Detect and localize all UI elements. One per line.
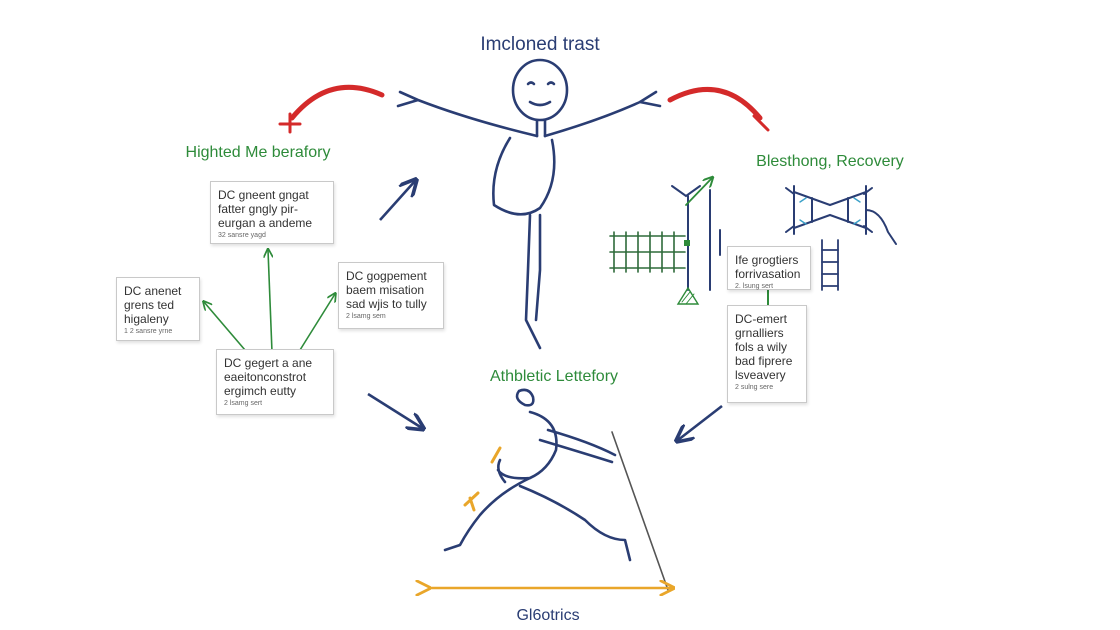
note-line: ergimch eutty (224, 384, 297, 398)
label-left: Highted Me berafory (186, 144, 331, 161)
note-caption: 2 sulng sere (735, 384, 774, 391)
diagram-title: Imcloned trast (480, 34, 600, 55)
recovery-schematic (609, 178, 897, 307)
note-line: grnalliers (735, 326, 784, 340)
note-line: sad wjis to tully (346, 297, 427, 311)
motion-marks (463, 446, 502, 512)
note-line: DC gegert a ane (224, 356, 313, 370)
note-card: DC gneent gngat fatter gngly pir- eurgan… (210, 181, 334, 244)
note-caption: 2. lsung sert (735, 283, 774, 290)
note-line: grens ted (124, 298, 175, 312)
arrow-lower-left (367, 392, 422, 428)
balancing-figure (396, 58, 662, 350)
note-line: DC gogpement (346, 269, 427, 283)
label-center: Athbletic Lettefory (490, 368, 618, 385)
red-arc-right (667, 86, 770, 132)
note-line: Ife grogtiers (735, 253, 799, 267)
note-caption: 32 sansre yagd (218, 232, 266, 239)
note-card: DC anenet grens ted higaleny 1 2 sansre … (116, 277, 200, 341)
red-arc-left (278, 84, 385, 134)
arrow-upper-left (379, 181, 415, 221)
note-line: eurgan a andeme (218, 216, 313, 230)
note-line: DC gneent gngat (218, 188, 309, 202)
running-figure (443, 388, 669, 591)
note-caption: 2 lsamg sert (224, 400, 263, 407)
note-line: fols a wily (735, 340, 788, 354)
note-line: higaleny (124, 312, 169, 326)
note-line: DC-emert (735, 312, 788, 326)
note-line: fatter gngly pir- (218, 202, 299, 216)
note-card: DC gegert a ane eaeitonconstrot ergimch … (216, 349, 334, 415)
note-line: DC anenet (124, 284, 182, 298)
note-card: DC gogpement baem misation sad wjis to t… (338, 262, 444, 329)
note-caption: 2 lsamg sem (346, 313, 386, 320)
note-card: DC-emert grnalliers fols a wily bad fipr… (727, 305, 807, 403)
note-caption: 1 2 sansre yrne (124, 328, 173, 335)
label-right: Blesthong, Recovery (756, 153, 904, 170)
note-line: lsveavery (735, 368, 786, 382)
note-card: Ife grogtiers forrivasation 2. lsung ser… (727, 246, 811, 290)
note-line: forrivasation (735, 267, 801, 281)
note-line: eaeitonconstrot (224, 370, 307, 384)
label-bottom: Gl6otrics (516, 607, 579, 624)
note-line: bad fiprere (735, 354, 793, 368)
arrow-lower-right (678, 404, 723, 440)
note-line: baem misation (346, 283, 425, 297)
green-arrows-left (204, 250, 335, 353)
